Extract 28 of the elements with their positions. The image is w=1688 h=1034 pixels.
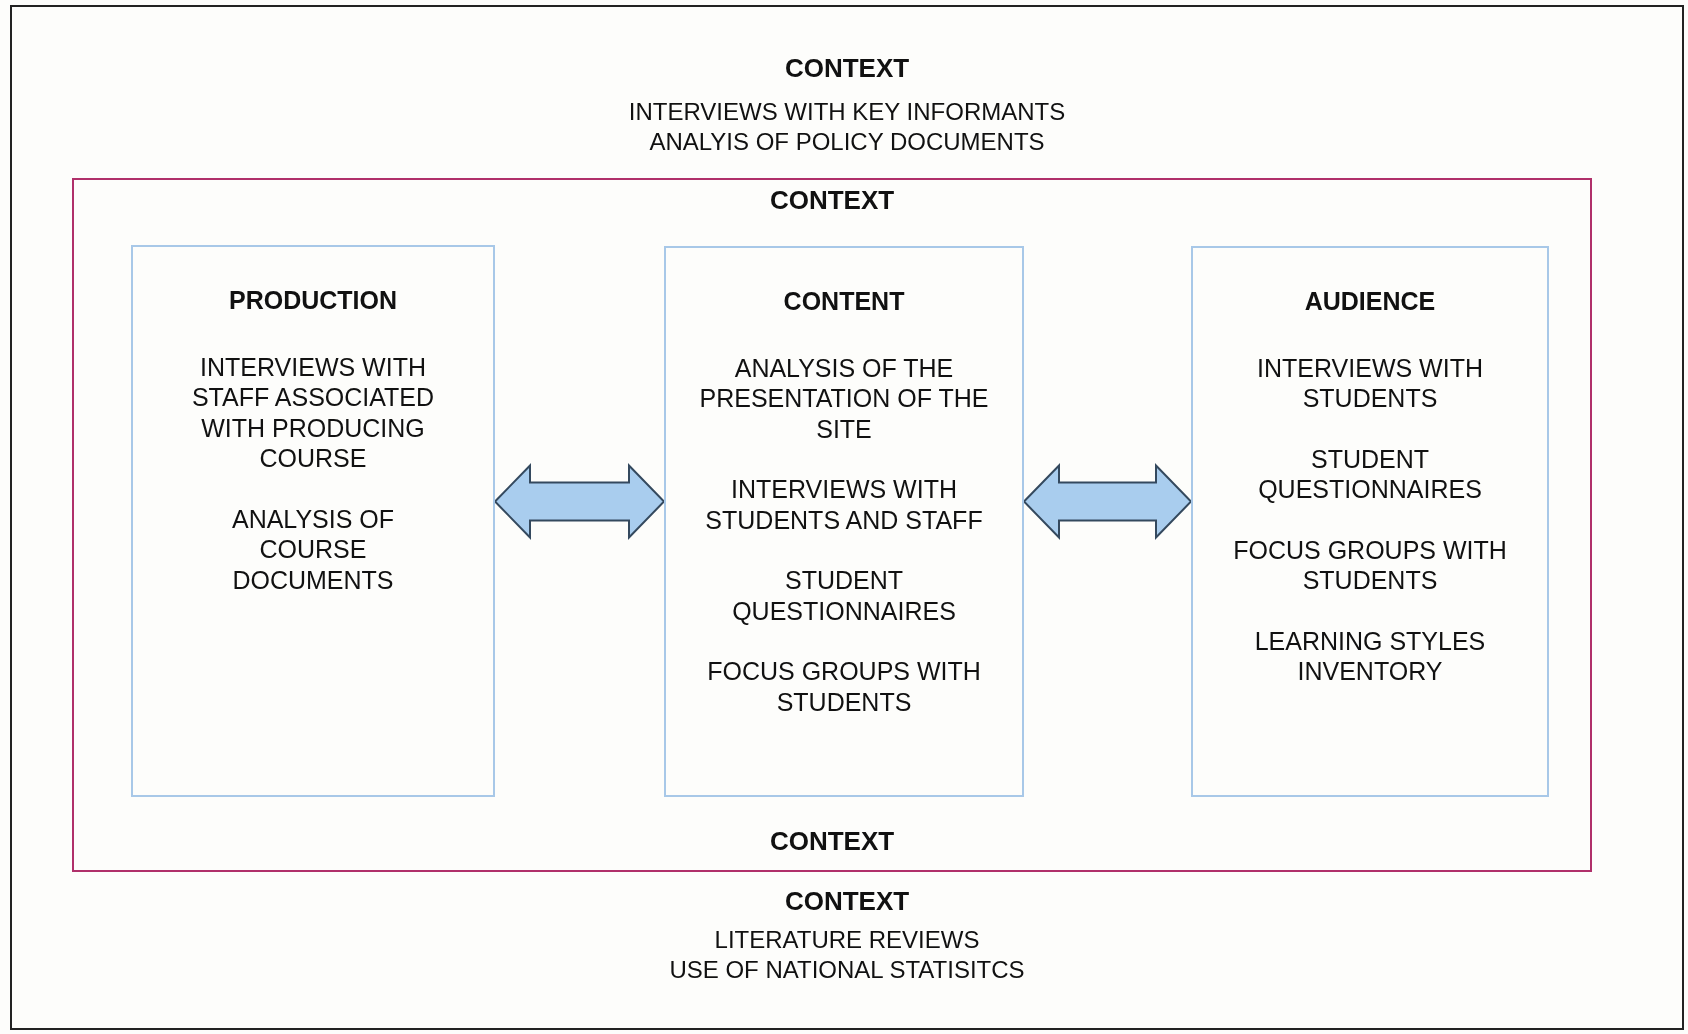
heading: CONTEXT (783, 53, 911, 83)
method-text: USE OF NATIONAL STATISITCS (668, 955, 1026, 985)
double-block-arrow (493, 463, 666, 540)
heading: CONTEXT (783, 886, 911, 916)
method-text: INTERVIEWS WITH STUDENTS AND STAFF (704, 474, 984, 535)
method-text: FOCUS GROUPS WITH STUDENTS (706, 656, 982, 717)
method-text: LEARNING STYLES INVENTORY (1253, 625, 1487, 687)
method-text: LITERATURE REVIEWS (713, 925, 981, 955)
category-box (664, 246, 1024, 797)
method-text: STUDENT QUESTIONNAIRES (731, 565, 957, 626)
heading: CONTEXT (768, 826, 896, 856)
category-box (131, 245, 495, 797)
method-text: INTERVIEWS WITH KEY INFORMANTS (627, 97, 1067, 127)
double-block-arrow (1022, 463, 1193, 540)
method-text: FOCUS GROUPS WITH STUDENTS (1233, 534, 1507, 596)
method-text: ANALYSIS OF COURSE DOCUMENTS (230, 503, 396, 595)
method-text: INTERVIEWS WITH STAFF ASSOCIATED WITH PRODUCING COURSE (190, 351, 436, 474)
outer-frame (10, 5, 1684, 1030)
method-text: INTERVIEWS WITH STUDENTS (1256, 352, 1484, 414)
heading: PRODUCTION (228, 285, 398, 316)
heading: CONTENT (783, 286, 905, 317)
heading: AUDIENCE (1304, 286, 1436, 317)
context-frame (72, 178, 1592, 872)
category-box (1191, 246, 1549, 797)
method-text: ANALYIS OF POLICY DOCUMENTS (648, 127, 1046, 157)
heading: CONTEXT (768, 185, 896, 215)
method-text: STUDENT QUESTIONNAIRES (1257, 443, 1483, 505)
method-text: ANALYSIS OF THE PRESENTATION OF THE SITE (698, 352, 990, 444)
